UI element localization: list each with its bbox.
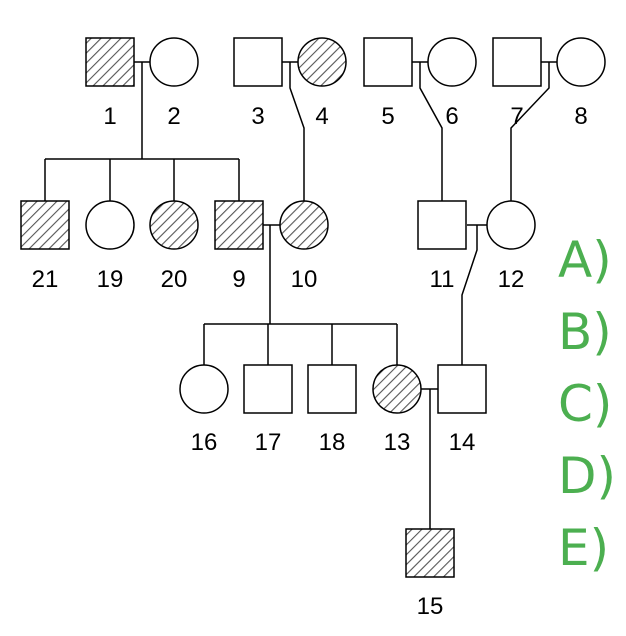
individual-label: 16 [191, 429, 218, 456]
unaffected-male-square [492, 37, 542, 87]
affected-female-circle [297, 37, 347, 87]
individual-10: 10 [279, 200, 329, 293]
affected-male-square [85, 37, 135, 87]
descent-line-5-6 [419, 62, 443, 201]
descent-line-3-4 [289, 62, 305, 201]
individual-9: 9 [214, 200, 264, 293]
answer-options: A) B) C) D) E) [558, 231, 616, 577]
unaffected-male-square [233, 37, 283, 87]
affected-male-square [20, 200, 70, 250]
option-label-c: C) [558, 375, 612, 433]
individual-label: 12 [498, 266, 525, 293]
option-label-a: A) [558, 231, 612, 289]
individual-label: 7 [510, 103, 523, 130]
individual-label: 1 [103, 103, 116, 130]
individual-7: 7 [492, 37, 542, 130]
individual-12: 12 [486, 200, 536, 293]
individual-label: 8 [574, 103, 587, 130]
individual-17: 17 [243, 364, 293, 456]
individual-label: 19 [97, 266, 124, 293]
individual-label: 3 [251, 103, 264, 130]
individual-label: 18 [319, 429, 346, 456]
individual-21: 21 [20, 200, 70, 293]
individual-4: 4 [297, 37, 347, 130]
individual-label: 17 [255, 429, 282, 456]
unaffected-male-square [417, 200, 467, 250]
individual-15: 15 [405, 528, 455, 620]
individual-label: 9 [232, 266, 245, 293]
individual-label: 6 [445, 103, 458, 130]
individual-8: 8 [556, 37, 606, 130]
individual-label: 11 [430, 266, 455, 293]
unaffected-male-square [363, 37, 413, 87]
descent-line-7-8 [510, 62, 550, 201]
individual-label: 5 [381, 103, 394, 130]
individual-label: 21 [32, 266, 59, 293]
individual-label: 2 [167, 103, 180, 130]
unaffected-female-circle [427, 37, 477, 87]
unaffected-female-circle [149, 37, 199, 87]
descent-line-11-12 [461, 225, 478, 366]
individual-14: 14 [437, 364, 487, 456]
affected-female-circle [372, 364, 422, 414]
unaffected-female-circle [556, 37, 606, 87]
individual-1: 1 [85, 37, 135, 130]
individual-18: 18 [307, 364, 357, 456]
individual-label: 4 [315, 103, 328, 130]
individual-6: 6 [427, 37, 477, 130]
individual-label: 13 [384, 429, 411, 456]
option-label-d: D) [558, 447, 616, 505]
affected-male-square [405, 528, 455, 578]
unaffected-male-square [307, 364, 357, 414]
unaffected-male-square [243, 364, 293, 414]
unaffected-female-circle [179, 364, 229, 414]
individual-11: 11 [417, 200, 467, 293]
affected-male-square [214, 200, 264, 250]
individual-16: 16 [179, 364, 229, 456]
individual-label: 15 [417, 593, 444, 620]
individual-2: 2 [149, 37, 199, 130]
unaffected-female-circle [486, 200, 536, 250]
individual-label: 14 [449, 429, 476, 456]
individual-label: 10 [291, 266, 318, 293]
option-label-b: B) [558, 303, 612, 361]
unaffected-male-square [437, 364, 487, 414]
option-label-e: E) [558, 519, 609, 577]
individual-5: 5 [363, 37, 413, 130]
affected-female-circle [279, 200, 329, 250]
unaffected-female-circle [85, 200, 135, 250]
affected-female-circle [149, 200, 199, 250]
individual-3: 3 [233, 37, 283, 130]
individual-19: 19 [85, 200, 135, 293]
individual-20: 20 [149, 200, 199, 293]
individual-13: 13 [372, 364, 422, 456]
individual-label: 20 [161, 266, 188, 293]
pedigree-lines [44, 61, 557, 529]
